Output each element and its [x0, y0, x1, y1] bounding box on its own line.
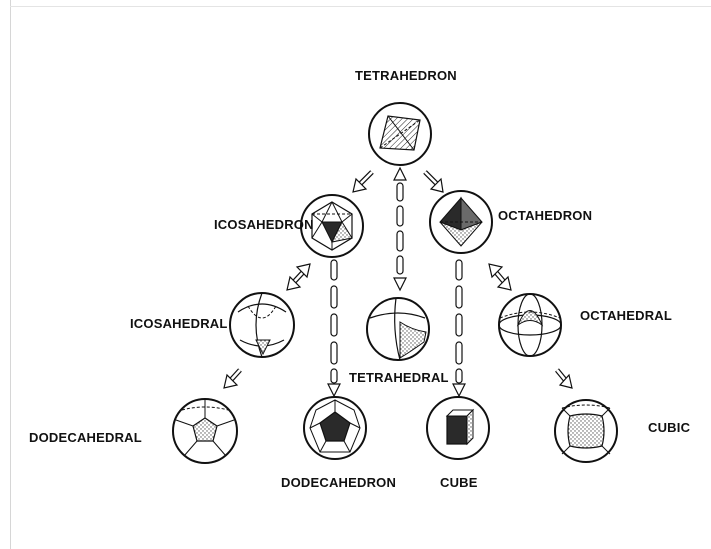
arrows	[223, 166, 573, 398]
octahedron-node	[429, 190, 493, 254]
label-icosahedron: ICOSAHEDRON	[214, 217, 314, 232]
arrow-octa-to-cube	[452, 259, 466, 398]
dodecahedron-node	[303, 396, 367, 460]
arrow-tetra-to-icosa	[352, 170, 374, 193]
arrow-tetra-to-tetrahedral	[393, 166, 407, 292]
label-octahedron: OCTAHEDRON	[498, 208, 593, 223]
octahedral-node	[498, 293, 562, 357]
arrow-icosa-icosahedral	[286, 263, 311, 291]
arrow-octahedral-to-cubic	[555, 368, 573, 389]
tetrahedron-node	[368, 102, 432, 166]
icosahedral-node	[229, 292, 295, 358]
label-octahedral: OCTAHEDRAL	[580, 308, 673, 323]
dodecahedral-node	[172, 398, 238, 464]
cube-node	[426, 396, 490, 460]
arrow-icosahedral-to-dodecahedral	[223, 368, 242, 389]
left-border	[10, 0, 11, 549]
top-border	[10, 6, 711, 7]
tetrahedral-node	[366, 297, 430, 361]
label-icosahedral: ICOSAHEDRAL	[130, 316, 228, 331]
label-tetrahedron: TETRAHEDRON	[355, 68, 457, 83]
arrow-tetra-to-octa	[423, 170, 444, 193]
arrow-icosa-to-dodecahedron	[327, 259, 341, 398]
cubic-node	[554, 399, 618, 463]
arrow-octa-octahedral	[488, 263, 512, 291]
label-dodecahedral: DODECAHEDRAL	[29, 430, 142, 445]
label-cube: CUBE	[440, 475, 478, 490]
label-cubic: CUBIC	[648, 420, 691, 435]
label-tetrahedral: TETRAHEDRAL	[349, 370, 449, 385]
icosahedron-node	[300, 194, 364, 258]
label-dodecahedron: DODECAHEDRON	[281, 475, 397, 490]
